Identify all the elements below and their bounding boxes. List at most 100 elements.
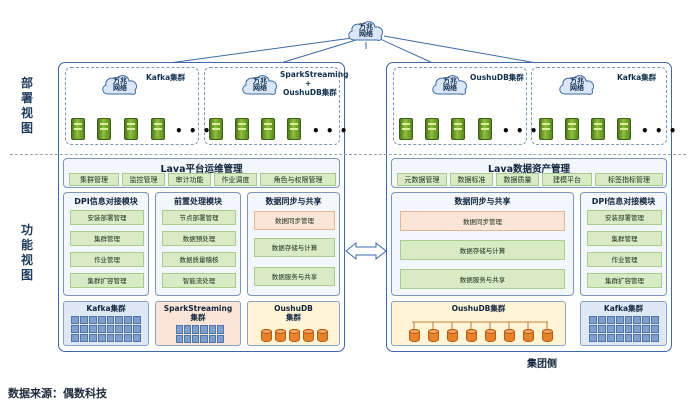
left-sync-item[interactable]: 数据同步管理 [254,211,335,230]
right-sync-item[interactable]: 数据服务与共享 [400,269,565,289]
left-b-cluster-name-3: OushuDB集群 [283,88,337,97]
right-dpi-item[interactable]: 作业管理 [587,252,662,267]
tag-data-quality[interactable]: 数据质量 [496,173,539,186]
left-pre-item[interactable]: 节点部署管理 [162,210,236,225]
server-icon [425,118,439,140]
left-sync-panel: 数据同步与共享 数据同步管理 数据存储与计算 数据服务与共享 [247,192,340,296]
right-sync-panel: 数据同步与共享 数据同步管理 数据存储与计算 数据服务与共享 [391,192,574,296]
database-icon [303,329,314,342]
left-sync-item[interactable]: 数据存储与计算 [254,238,335,257]
left-bottom-oushu-label-2: 集群 [286,313,301,322]
server-icon [209,118,223,140]
tag-job-schedule[interactable]: 作业调度 [214,173,257,186]
server-icon [399,118,413,140]
database-icon [485,329,496,342]
left-bottom-spark-label-1: SparkStreaming [163,304,233,313]
right-dpi-title: DPI信息对接模块 [591,197,656,206]
left-pre-item[interactable]: 智能流处理 [162,273,236,288]
cloud-icon [102,75,138,95]
server-icon [235,118,249,140]
left-sync-title: 数据同步与共享 [265,197,322,206]
right-bottom-kafka-label: Kafka集群 [603,304,644,313]
database-icon [261,329,272,342]
database-icon [289,329,300,342]
database-icon [317,329,328,342]
server-icon [261,118,275,140]
group-side-label: 集团侧 [527,359,557,370]
tag-audit[interactable]: 审计功能 [168,173,211,186]
right-b-cloud: 万兆网络 [557,72,597,98]
server-icon [287,118,301,140]
function-view-label: 功能视图 [20,223,33,282]
left-dpi-item[interactable]: 安装部署管理 [70,210,144,225]
tag-label-metric[interactable]: 标签指标管理 [595,173,663,186]
data-source: 数据来源：偶数科技 [8,387,107,400]
tag-metadata[interactable]: 元数据管理 [397,173,447,186]
spark-grid-icon [176,325,224,343]
left-b-cloud-label: 万兆网络 [253,77,267,92]
tag-role-permission[interactable]: 角色与权限管理 [260,173,336,186]
database-icon [466,329,477,342]
tag-data-standard[interactable]: 数据标准 [450,173,493,186]
kafka-grid-icon [71,316,141,342]
database-icon [428,329,439,342]
deploy-view-label: 部署视图 [20,76,33,135]
view-divider [10,154,686,155]
right-a-cloud-label: 万兆网络 [443,77,457,92]
right-bottom-oushu-label: OushuDB集群 [451,304,506,313]
right-a-cluster-name: OushuDB集群 [470,73,524,82]
right-sync-item[interactable]: 数据存储与计算 [400,240,565,260]
server-icon [451,118,465,140]
right-sync-item[interactable]: 数据同步管理 [400,211,565,231]
more-servers-ellipsis: • • • [175,124,212,138]
left-bottom-oushu: OushuDB 集群 [247,301,340,346]
server-icon [151,118,165,140]
left-dpi-title: DPI信息对接模块 [74,197,138,206]
right-asset-title: Lava数据资产管理 [487,164,571,175]
left-a-cloud-label: 万兆网络 [113,77,127,92]
top-network-cloud: 万兆网络 [346,18,386,44]
server-icon [124,118,138,140]
left-a-cluster-name: Kafka集群 [146,73,186,82]
tag-modeling-platform[interactable]: 建模平台 [542,173,592,186]
right-dpi-item[interactable]: 集群扩容管理 [587,273,662,288]
left-pre-panel: 前置处理模块 节点部署管理 数据预处理 数据质量稽核 智能流处理 [155,192,241,296]
server-icon [565,118,579,140]
right-sync-title: 数据同步与共享 [454,197,511,206]
right-dpi-item[interactable]: 集群管理 [587,231,662,246]
server-icon [478,118,492,140]
tag-cluster-mgmt[interactable]: 集群管理 [69,173,119,186]
more-servers-ellipsis: • • • [641,124,678,138]
left-dpi-item[interactable]: 集群管理 [70,231,144,246]
database-icon [409,329,420,342]
server-icon [617,118,631,140]
cloud-icon [242,75,278,95]
right-dpi-item[interactable]: 安装部署管理 [587,210,662,225]
right-bottom-oushu: OushuDB集群 [391,301,566,346]
right-b-cluster-name: Kafka集群 [617,73,657,82]
tag-monitor-mgmt[interactable]: 监控管理 [122,173,165,186]
left-bottom-kafka-label: Kafka集群 [86,304,126,313]
right-dpi-panel: DPI信息对接模块 安装部署管理 集群管理 作业管理 集群扩容管理 [580,192,667,296]
left-a-cloud: 万兆网络 [100,72,140,98]
left-dpi-item[interactable]: 集群扩容管理 [70,273,144,288]
server-icon [539,118,553,140]
left-sync-item[interactable]: 数据服务与共享 [254,267,335,286]
database-icon [504,329,515,342]
left-ops-panel: Lava平台运维管理 集群管理 监控管理 审计功能 作业调度 角色与权限管理 [63,158,340,188]
database-icon [447,329,458,342]
left-pre-title: 前置处理模块 [174,197,222,206]
left-ops-title: Lava平台运维管理 [160,164,243,175]
left-pre-item[interactable]: 数据预处理 [162,231,236,246]
left-dpi-panel: DPI信息对接模块 安装部署管理 集群管理 作业管理 集群扩容管理 [63,192,149,296]
server-icon [591,118,605,140]
top-cloud-label: 万兆网络 [359,23,373,38]
left-b-cluster-name-1: SparkStreaming [280,70,349,79]
left-bottom-spark: SparkStreaming 集群 [155,301,241,346]
left-dpi-item[interactable]: 作业管理 [70,252,144,267]
kafka-grid-icon [589,316,659,342]
cloud-icon [559,75,595,95]
server-icon [71,118,85,140]
left-bottom-kafka: Kafka集群 [63,301,149,346]
left-pre-item[interactable]: 数据质量稽核 [162,252,236,267]
